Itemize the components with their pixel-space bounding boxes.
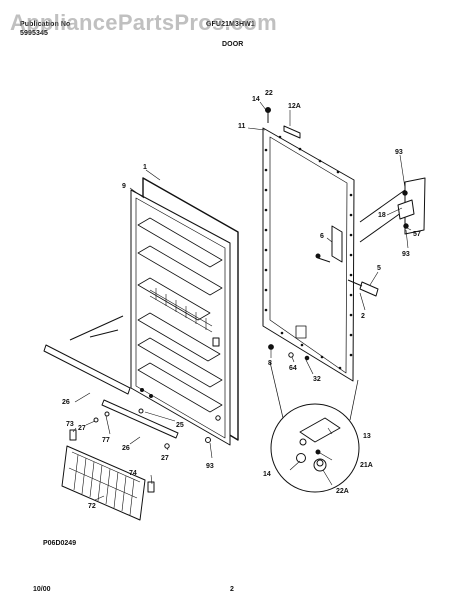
- callout-26: 26: [62, 399, 70, 406]
- callout-12a: 12A: [288, 103, 301, 110]
- callout-8: 8: [268, 360, 272, 367]
- publication-label: Publication No: [20, 21, 71, 28]
- section-title: DOOR: [222, 41, 244, 48]
- door-edge-rivets: [264, 135, 353, 370]
- callout-93b: 93: [402, 251, 410, 258]
- inner-door-liner: [135, 197, 226, 439]
- callout-18: 18: [378, 212, 386, 219]
- callout-1: 1: [143, 164, 147, 171]
- detail-magnifier: [270, 403, 360, 493]
- callout-22: 22: [265, 90, 273, 97]
- callout-25: 25: [176, 422, 184, 429]
- page-number: 2: [230, 586, 234, 593]
- model-number: GFU21M3HW1: [206, 21, 255, 28]
- callout-27b: 27: [161, 455, 169, 462]
- callout-21a: 21A: [360, 462, 373, 469]
- liner-shelves: [137, 217, 223, 413]
- door-basket: [61, 445, 146, 521]
- callout-11: 11: [238, 123, 246, 130]
- figure-code: P06D0249: [43, 540, 77, 547]
- callout-77: 77: [102, 437, 110, 444]
- callout-27: 27: [78, 425, 86, 432]
- shelf-bar-26: [43, 344, 131, 395]
- callout-22a: 22A: [336, 488, 349, 495]
- callout-57: 57: [413, 231, 421, 238]
- callout-2: 2: [361, 313, 365, 320]
- wire-shelf: [149, 288, 213, 333]
- callout-9: 9: [122, 183, 126, 190]
- callout-26b: 26: [122, 445, 130, 452]
- latch-assembly: [331, 225, 343, 263]
- publication-number: 5995345: [20, 30, 48, 37]
- callout-6: 6: [320, 233, 324, 240]
- callout-13: 13: [363, 433, 371, 440]
- callout-74: 74: [129, 470, 137, 477]
- callout-93c: 93: [206, 463, 214, 470]
- shelf-bar-26b: [101, 399, 179, 439]
- callout-5: 5: [377, 265, 381, 272]
- watermark-logo: AppliancePartsPros.com: [10, 10, 278, 35]
- callout-32: 32: [313, 376, 321, 383]
- outer-door-panel: [262, 127, 355, 382]
- callout-73: 73: [66, 421, 74, 428]
- callout-72: 72: [88, 503, 96, 510]
- callout-64: 64: [289, 365, 297, 372]
- callout-93: 93: [395, 149, 403, 156]
- footer-date: 10/00: [33, 586, 51, 593]
- hinge-bracket-12a: [283, 125, 301, 139]
- callout-14b: 14: [263, 471, 271, 478]
- callout-14: 14: [252, 96, 260, 103]
